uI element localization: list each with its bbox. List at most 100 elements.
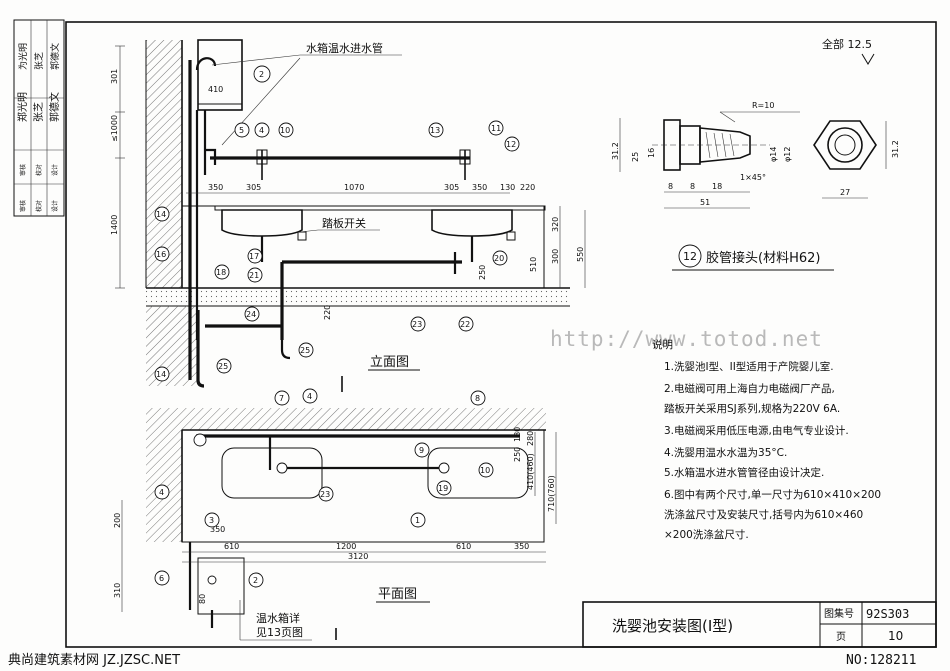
basin-right: [431, 209, 513, 237]
dim-220a: 220: [520, 183, 535, 192]
sig-name-3: 郭德文: [48, 92, 61, 122]
dim-312b: 31.2: [891, 140, 900, 158]
item-10b: 10: [480, 466, 490, 475]
dim-350b: 350: [472, 183, 487, 192]
item-25b: 25: [218, 362, 228, 371]
dim-25: 25: [631, 152, 640, 162]
item-11: 11: [491, 124, 501, 133]
sig-hand-3: 郭德文: [49, 43, 61, 70]
dim-27: 27: [840, 188, 850, 197]
dim-305b: 305: [444, 183, 459, 192]
dim-12: φ12: [783, 147, 792, 162]
dim-8a: 8: [668, 182, 673, 191]
footer-site: 典尚建筑素材网 JZ.JZSC.NET: [8, 652, 180, 668]
item-1: 1: [415, 516, 420, 525]
note-6b: 洗涤盆尺寸及安装尺寸,括号内为610×460: [664, 508, 863, 521]
label-warm-tank-2: 见13页图: [256, 626, 303, 639]
item-21: 21: [249, 271, 259, 280]
item-8: 8: [475, 394, 480, 403]
item-20: 20: [494, 254, 504, 263]
item-9: 9: [419, 446, 424, 455]
page-label: 页: [836, 631, 846, 643]
note-6c: ×200洗涤盆尺寸.: [664, 528, 749, 541]
roughness-note: 全部 12.5: [822, 37, 872, 51]
plan-basin-left: [221, 447, 323, 499]
dim-280: 280: [526, 431, 535, 446]
item-10a: 10: [280, 126, 290, 135]
item-25a: 25: [300, 346, 310, 355]
sig-role-4: 审核: [19, 200, 27, 212]
item-2a: 2: [259, 70, 264, 79]
dim-14: φ14: [769, 147, 778, 162]
roughness-symbol: [861, 53, 875, 65]
dim-610b: 610: [456, 542, 471, 551]
label-warm-tank: 温水箱详: [256, 611, 300, 625]
label-pedal-switch: 踏板开关: [322, 216, 366, 230]
note-1: 1.洗婴池I型、II型适用于产院婴儿室.: [664, 360, 834, 373]
dim-350c: 350: [210, 525, 225, 534]
dim-305a: 305: [246, 183, 261, 192]
item-12b: 12: [683, 250, 697, 263]
item-6: 6: [159, 574, 164, 583]
sig-role-1: 审核: [19, 164, 27, 176]
dim-510: 510: [529, 257, 538, 272]
sig-role-2: 校对: [35, 164, 43, 176]
dim-310: 310: [113, 583, 122, 598]
dim-3120: 3120: [348, 552, 368, 561]
item-14b: 14: [156, 370, 166, 379]
dim-550: 550: [576, 247, 585, 262]
item-4c: 4: [159, 488, 164, 497]
note-5: 5.水箱温水进水管管径由设计决定.: [664, 466, 824, 479]
sig-hand-1: 为光明: [17, 43, 29, 70]
dim-16: 16: [647, 148, 656, 158]
item-3: 3: [209, 516, 214, 525]
dim-51: 51: [700, 198, 710, 207]
dim-1x45: 1×45°: [740, 173, 766, 182]
dim-180: 180: [513, 427, 522, 442]
item-4b: 4: [307, 392, 312, 401]
sig-role-3: 设计: [51, 164, 59, 176]
dim-312a: 31.2: [611, 142, 620, 160]
elevation-dimensions: 301 ≤1000 1400 410 350 305 1070 305 350 …: [110, 45, 586, 320]
elevation-callouts: 水箱温水进水管 踏板开关 2 5 4 10 13 11 12 14 16 18 …: [154, 41, 520, 382]
signature-block: 郑光明 张芝 郭德文 为光明 张芝 郭德文 审核 校对 设计 审核 校对 设计: [13, 19, 65, 217]
notes-title: 说明: [652, 338, 673, 351]
water-tank: [197, 39, 243, 111]
sheet-border: [65, 21, 937, 648]
dim-250p: 250: [513, 447, 522, 462]
sig-role-6: 设计: [51, 200, 59, 212]
dim-1200: 1200: [336, 542, 356, 551]
dim-200: 200: [113, 513, 122, 528]
dim-610a: 610: [224, 542, 239, 551]
dim-301: 301: [110, 69, 119, 84]
item-14a: 14: [156, 210, 166, 219]
elevation-view: [145, 39, 570, 388]
note-4: 4.洗婴用温水水温为35°C.: [664, 447, 787, 459]
dim-250: 250: [478, 265, 487, 280]
dim-410: 410: [208, 85, 223, 94]
item-2b: 2: [253, 576, 258, 585]
item-18: 18: [216, 268, 226, 277]
atlas-number: 92S303: [866, 607, 909, 621]
dim-80: 80: [198, 594, 207, 604]
item-5: 5: [239, 126, 244, 135]
label-hot-water-pipe: 水箱温水进水管: [306, 41, 383, 55]
plan-warm-tank: [197, 557, 245, 615]
atlas-label: 图集号: [824, 607, 854, 620]
basin-left: [221, 209, 303, 237]
dim-410p: 410(460): [526, 453, 535, 490]
item-23b: 23: [320, 490, 330, 499]
detail-title: 胶管接头(材料H62): [706, 250, 820, 266]
sig-name-1: 郑光明: [16, 92, 29, 122]
plan-basin-right: [427, 447, 529, 499]
plan-callouts: 7 4 8 9 10 19 23 1 4 6 2 3 温水箱详 见13页图 平面…: [154, 388, 494, 641]
note-3: 3.电磁阀采用低压电源,由电气专业设计.: [664, 424, 849, 437]
dim-710: 710(760): [547, 475, 556, 512]
dim-18a: 18: [712, 182, 722, 191]
item-16: 16: [156, 250, 166, 259]
plan-title: 平面图: [378, 587, 417, 602]
item-19: 19: [438, 484, 448, 493]
item-4a: 4: [259, 126, 264, 135]
note-2: 2.电磁阀可用上海自力电磁阀厂产品,: [664, 382, 835, 395]
